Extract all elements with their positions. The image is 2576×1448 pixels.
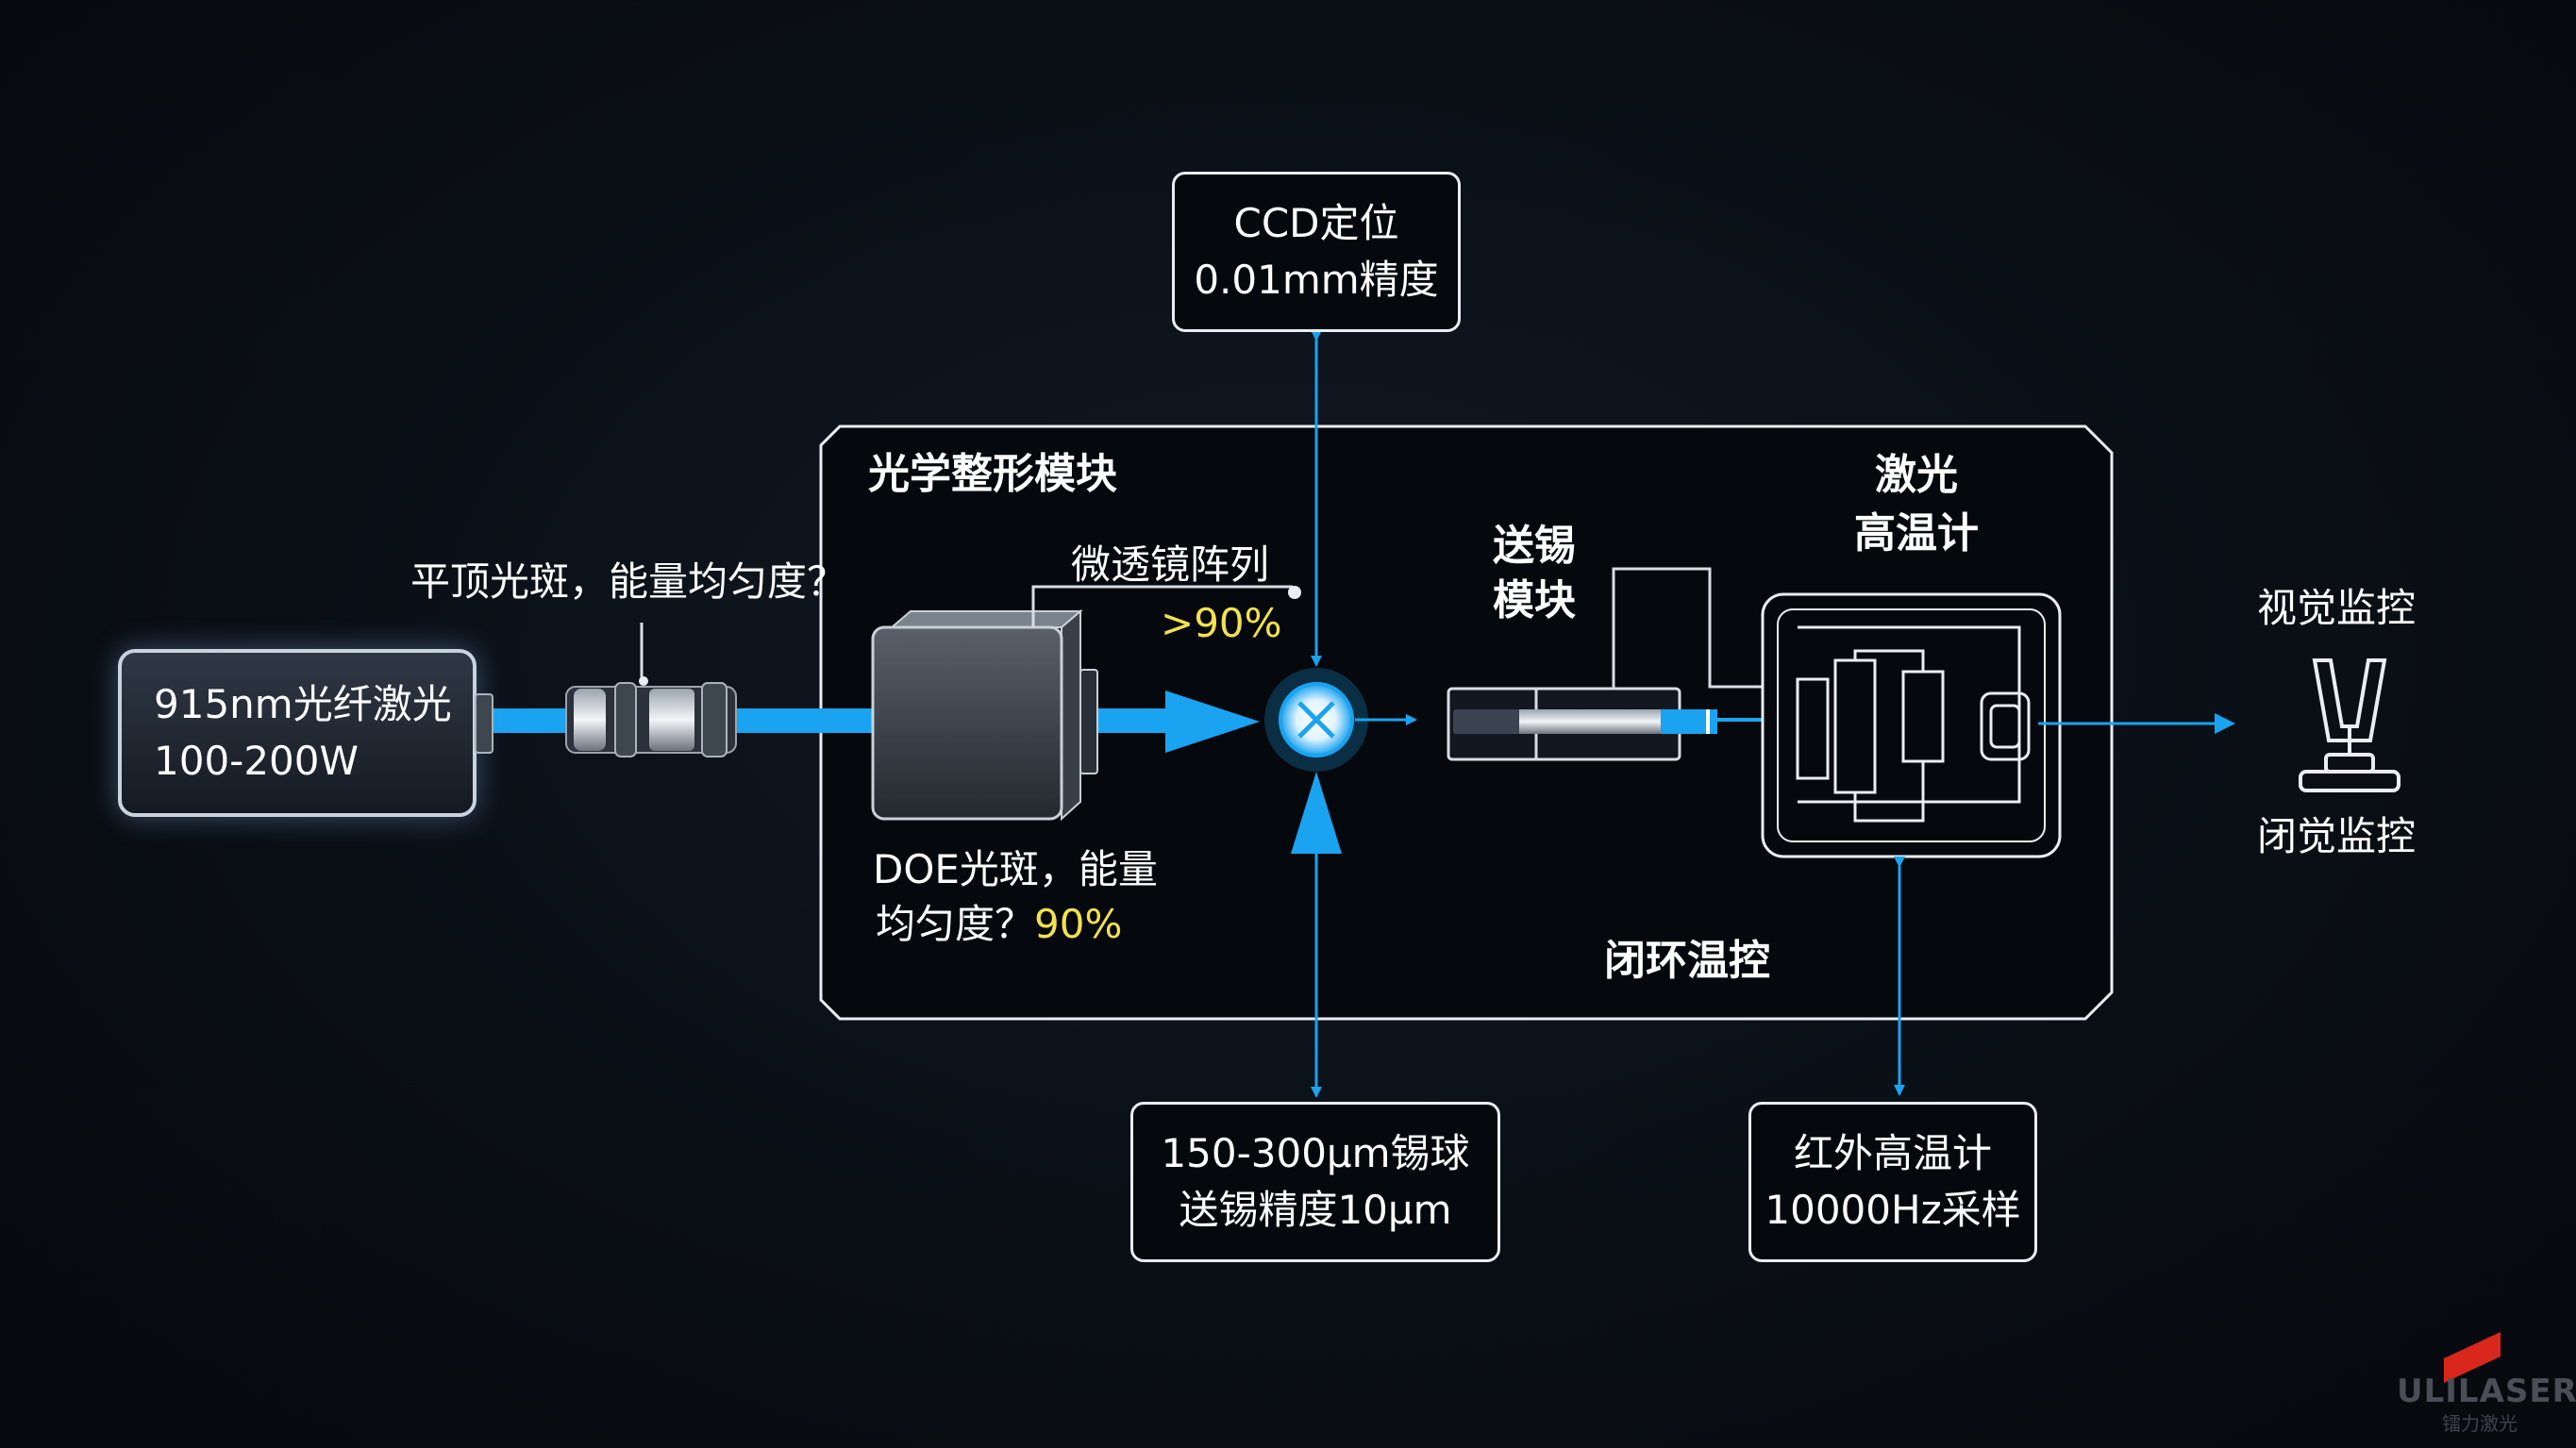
laser-source-box[interactable]: 915nm光纤激光 100-200W xyxy=(118,649,477,817)
doe-line1: DOE光斑，能量 xyxy=(873,846,1158,892)
microlens-leader-dot xyxy=(1288,586,1301,599)
fiber-port xyxy=(475,693,493,754)
microlens-label: 微透镜阵列 xyxy=(1071,541,1270,588)
vision-bottom-label: 闭觉监控 xyxy=(2257,813,2417,859)
feed-connector-line xyxy=(1612,567,1774,689)
logo-sub: 镭力激光 xyxy=(2442,1412,2517,1435)
ir-line1: 红外高温计 xyxy=(1793,1130,1992,1176)
solder-feed-line1: 送锡 xyxy=(1493,522,1576,570)
pyrometer-device-icon xyxy=(1761,592,2062,858)
beam-arrowhead xyxy=(1165,691,1260,753)
doe-line2-value: 90% xyxy=(1034,901,1123,947)
combiner-x-icon xyxy=(1297,701,1335,739)
laser-source-line1: 915nm光纤激光 xyxy=(154,681,452,727)
solder-feed-line2: 模块 xyxy=(1493,576,1576,624)
ccd-line2: 0.01mm精度 xyxy=(1194,257,1439,303)
ccd-line1: CCD定位 xyxy=(1233,200,1399,246)
solder-ball-line1: 150-300μm锡球 xyxy=(1161,1130,1470,1176)
lower-beam-arrowhead xyxy=(1291,772,1342,854)
vision-monitor-icon xyxy=(2299,658,2400,792)
doe-line2: 均匀度？90% xyxy=(876,897,1122,952)
flat-top-leader-dot xyxy=(639,676,648,686)
microlens-leader xyxy=(1031,585,1293,627)
ir-line2: 10000Hz采样 xyxy=(1765,1187,2021,1233)
solder-feed-nozzle-icon xyxy=(1447,687,1717,761)
ccd-box[interactable]: CCD定位 0.01mm精度 xyxy=(1172,172,1461,332)
laser-pyrometer-label: 激光 高温计 xyxy=(1854,446,1979,563)
optics-module-title: 光学整形模块 xyxy=(868,450,1117,498)
solder-ball-line2: 送锡精度10μm xyxy=(1179,1187,1452,1233)
laser-source-line2: 100-200W xyxy=(154,738,360,784)
laser-pyrometer-line1: 激光 xyxy=(1875,451,1958,499)
microlens-value: >90% xyxy=(1161,600,1282,646)
solder-feed-label: 送锡 模块 xyxy=(1493,519,1576,628)
collimator-icon xyxy=(565,682,737,757)
ir-pyrometer-box[interactable]: 红外高温计 10000Hz采样 xyxy=(1748,1102,2037,1262)
logo-name: ULILASER xyxy=(2397,1373,2576,1410)
solder-ball-box[interactable]: 150-300μm锡球 送锡精度10μm xyxy=(1130,1102,1500,1262)
closed-loop-label: 闭环温控 xyxy=(1604,937,1770,985)
logo-mark xyxy=(2444,1332,2501,1383)
doe-line2-prefix: 均匀度？ xyxy=(876,901,1035,947)
flat-top-label: 平顶光斑，能量均匀度？ xyxy=(410,558,847,605)
vision-top-label: 视觉监控 xyxy=(2257,585,2417,631)
laser-pyrometer-line2: 高温计 xyxy=(1854,509,1979,558)
doe-cube-icon xyxy=(871,608,1098,822)
